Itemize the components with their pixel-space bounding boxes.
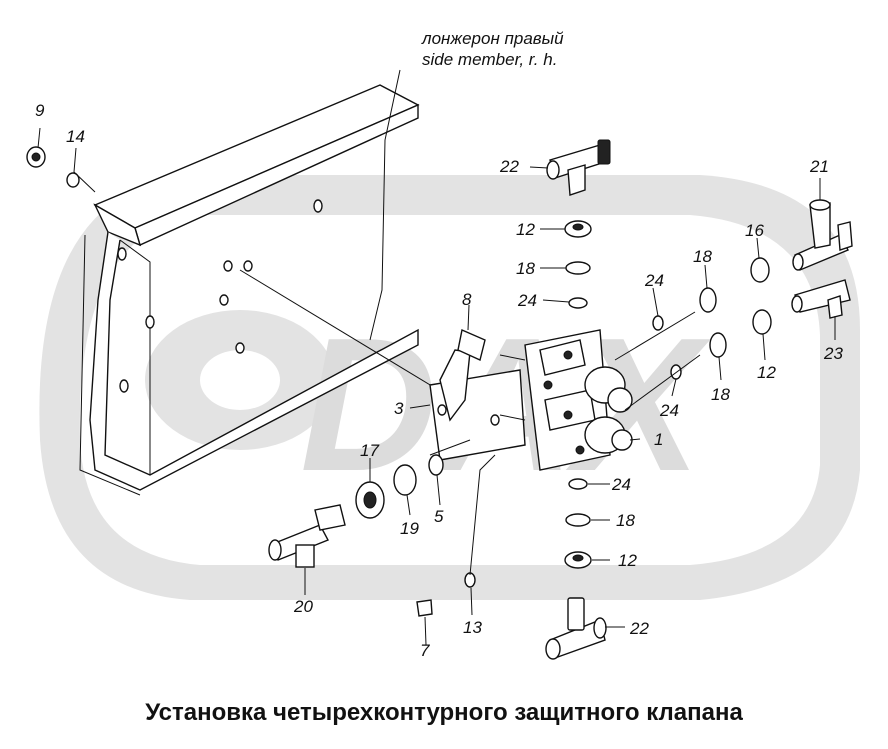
label-14: 14 <box>66 127 85 146</box>
label-12-lower: 12 <box>618 551 637 570</box>
tee-fitting-upper <box>546 139 611 196</box>
label-12-right: 12 <box>757 363 776 382</box>
label-3: 3 <box>394 399 404 418</box>
label-20: 20 <box>293 597 313 616</box>
side-member <box>79 69 456 496</box>
label-22-lower: 22 <box>629 619 649 638</box>
diagram-caption: Установка четырехконтурного защитного кл… <box>145 699 743 726</box>
four-circuit-valve <box>499 329 633 471</box>
label-24-right-lower: 24 <box>659 401 679 420</box>
label-18-right-upper: 18 <box>693 247 712 266</box>
bracket <box>429 349 526 461</box>
side-member-note-en: side member, r. h. <box>422 50 557 69</box>
label-16: 16 <box>745 221 764 240</box>
label-24-lower: 24 <box>611 475 631 494</box>
label-24-upper: 24 <box>517 291 537 310</box>
label-12-upper: 12 <box>516 220 535 239</box>
leader-lines <box>37 127 836 646</box>
label-9: 9 <box>35 101 45 120</box>
nut-and-washer <box>26 146 80 188</box>
label-13: 13 <box>463 618 482 637</box>
label-18-right-lower: 18 <box>711 385 730 404</box>
label-18-upper: 18 <box>516 259 535 278</box>
center-column-parts <box>564 220 592 569</box>
label-17: 17 <box>360 441 379 460</box>
label-21: 21 <box>809 157 829 176</box>
left-lower-parts <box>268 329 496 617</box>
side-member-note-ru: лонжерон правый <box>421 29 564 48</box>
label-7: 7 <box>420 641 430 660</box>
label-1: 1 <box>654 430 663 449</box>
label-18-lower: 18 <box>616 511 635 530</box>
label-8: 8 <box>462 290 472 309</box>
tee-fitting-lower <box>545 597 607 660</box>
label-24-right-upper: 24 <box>644 271 664 290</box>
label-23: 23 <box>823 344 843 363</box>
label-19: 19 <box>400 519 419 538</box>
label-5: 5 <box>434 507 444 526</box>
label-22-upper: 22 <box>499 157 519 176</box>
right-side-parts <box>614 199 853 411</box>
